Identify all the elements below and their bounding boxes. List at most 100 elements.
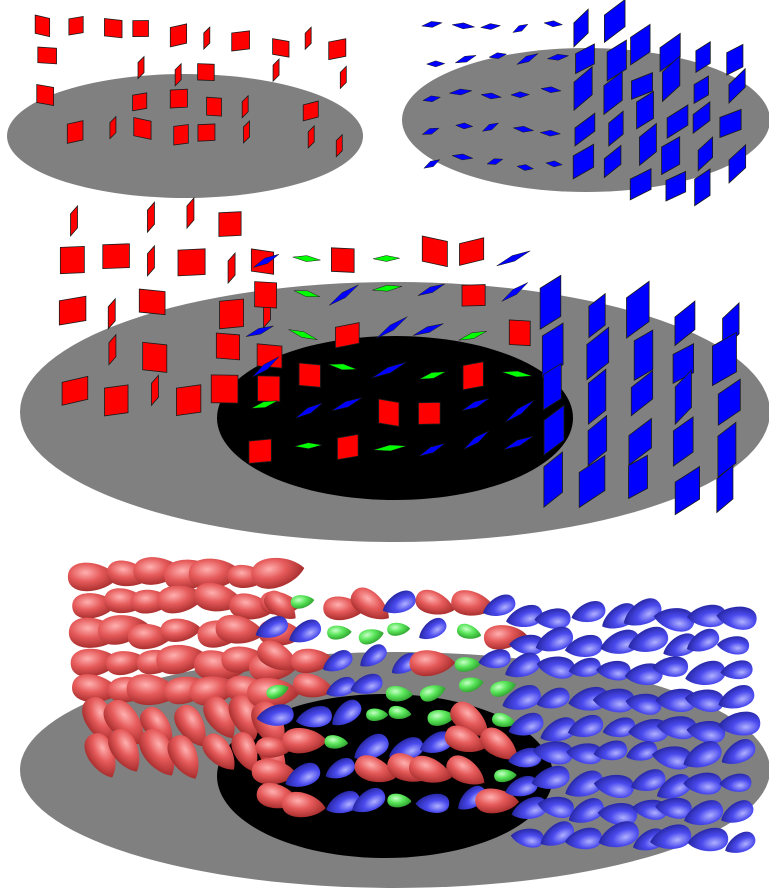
green-teardrop-glyph (387, 793, 412, 808)
blue-teardrop-glyph (540, 821, 575, 846)
blue-plane-glyph (481, 122, 500, 132)
green-teardrop-glyph (490, 680, 516, 697)
red-plane-glyph (337, 433, 359, 461)
green-teardrop-glyph (327, 625, 352, 640)
red-plane-glyph (254, 281, 277, 309)
blue-plane-glyph (479, 23, 502, 30)
blue-plane-glyph (603, 144, 622, 179)
red-plane-glyph (203, 26, 211, 51)
blue-teardrop-glyph (534, 608, 571, 629)
blue-plane-glyph (543, 451, 563, 509)
blue-teardrop-glyph (598, 821, 639, 848)
red-plane-glyph (34, 14, 51, 38)
blue-plane-glyph (633, 329, 654, 382)
blue-teardrop-glyph (478, 649, 511, 669)
red-teardrop-glyph (257, 640, 299, 671)
teardrop-glyphs (67, 557, 761, 853)
red-plane-glyph (107, 297, 116, 330)
red-plane-glyph (459, 237, 485, 266)
red-plane-glyph (307, 124, 315, 149)
blue-teardrop-glyph (255, 616, 288, 638)
blue-teardrop-glyph (623, 598, 662, 626)
blue-plane-glyph (666, 104, 689, 139)
blue-teardrop-glyph (360, 644, 387, 667)
red-teardrop-glyph (251, 557, 305, 589)
blue-teardrop-glyph (571, 601, 606, 623)
blue-teardrop-glyph (289, 619, 322, 643)
green-plane-glyph (288, 329, 318, 340)
blue-plane-glyph (503, 436, 534, 450)
red-teardrop-glyph (293, 673, 334, 698)
blue-plane-glyph (516, 53, 539, 65)
blue-teardrop-glyph (511, 796, 548, 819)
red-teardrop-glyph (202, 733, 235, 770)
blue-plane-glyph (541, 322, 564, 379)
blue-plane-glyph (486, 158, 504, 165)
green-plane-glyph (292, 255, 321, 262)
blue-plane-glyph (586, 326, 610, 381)
blue-teardrop-glyph (719, 773, 752, 792)
red-plane-glyph (418, 401, 441, 425)
red-plane-glyph (137, 55, 145, 80)
blue-teardrop-glyph (725, 831, 756, 853)
red-plane-glyph (335, 133, 343, 158)
green-teardrop-glyph (459, 677, 484, 693)
green-plane-glyph (294, 442, 323, 449)
blue-plane-glyph (516, 164, 535, 171)
blue-teardrop-glyph (502, 684, 541, 710)
blue-plane-glyph (543, 20, 564, 28)
blue-plane-glyph (728, 143, 747, 184)
blue-plane-glyph (728, 67, 746, 105)
blue-teardrop-glyph (596, 660, 631, 681)
blue-plane-glyph (504, 399, 535, 423)
red-plane-glyph (151, 374, 159, 407)
green-plane-glyph (372, 255, 400, 262)
blue-plane-glyph (717, 421, 737, 478)
red-teardrop-glyph (67, 562, 119, 592)
green-plane-glyph (419, 371, 446, 380)
blue-teardrop-glyph (687, 827, 729, 852)
red-plane-glyph (227, 251, 236, 285)
green-teardrop-glyph (454, 657, 481, 672)
red-teardrop-glyph (70, 648, 120, 677)
red-plane-glyph (197, 123, 216, 142)
blue-plane-glyph (695, 41, 711, 74)
blue-teardrop-glyph (419, 617, 447, 639)
panel-top-right (402, 0, 769, 207)
blue-plane-glyph (693, 75, 709, 105)
red-plane-glyph (169, 88, 188, 109)
blue-plane-glyph (422, 95, 442, 103)
green-teardrop-glyph (457, 623, 482, 639)
blue-teardrop-glyph (683, 772, 722, 795)
red-teardrop-glyph (409, 755, 452, 783)
blue-plane-glyph (606, 39, 627, 82)
blue-plane-glyph (694, 168, 711, 207)
red-teardrop-glyph (72, 674, 121, 703)
blue-teardrop-glyph (382, 590, 416, 614)
red-teardrop-glyph (160, 618, 202, 642)
blue-plane-glyph (295, 402, 323, 419)
blue-teardrop-glyph (716, 606, 757, 630)
red-plane-glyph (176, 384, 202, 417)
blue-plane-glyph (496, 250, 531, 267)
blue-plane-glyph (539, 274, 562, 330)
blue-teardrop-glyph (651, 746, 692, 770)
red-plane-glyph (68, 15, 84, 36)
red-plane-glyph (248, 438, 272, 464)
green-teardrop-glyph (387, 622, 411, 636)
red-plane-glyph (378, 398, 400, 427)
red-plane-glyph (328, 38, 347, 61)
blue-plane-glyph (603, 70, 623, 116)
blue-teardrop-glyph (721, 739, 756, 764)
red-plane-glyph (304, 26, 312, 51)
panel-bottom (20, 557, 769, 888)
red-teardrop-glyph (106, 651, 148, 676)
blue-teardrop-glyph (354, 733, 389, 760)
blue-plane-glyph (578, 454, 606, 509)
blue-teardrop-glyph (568, 798, 605, 823)
red-plane-glyph (339, 65, 347, 90)
red-plane-glyph (231, 30, 250, 52)
blue-plane-glyph (331, 397, 363, 412)
blue-plane-glyph (461, 398, 490, 411)
